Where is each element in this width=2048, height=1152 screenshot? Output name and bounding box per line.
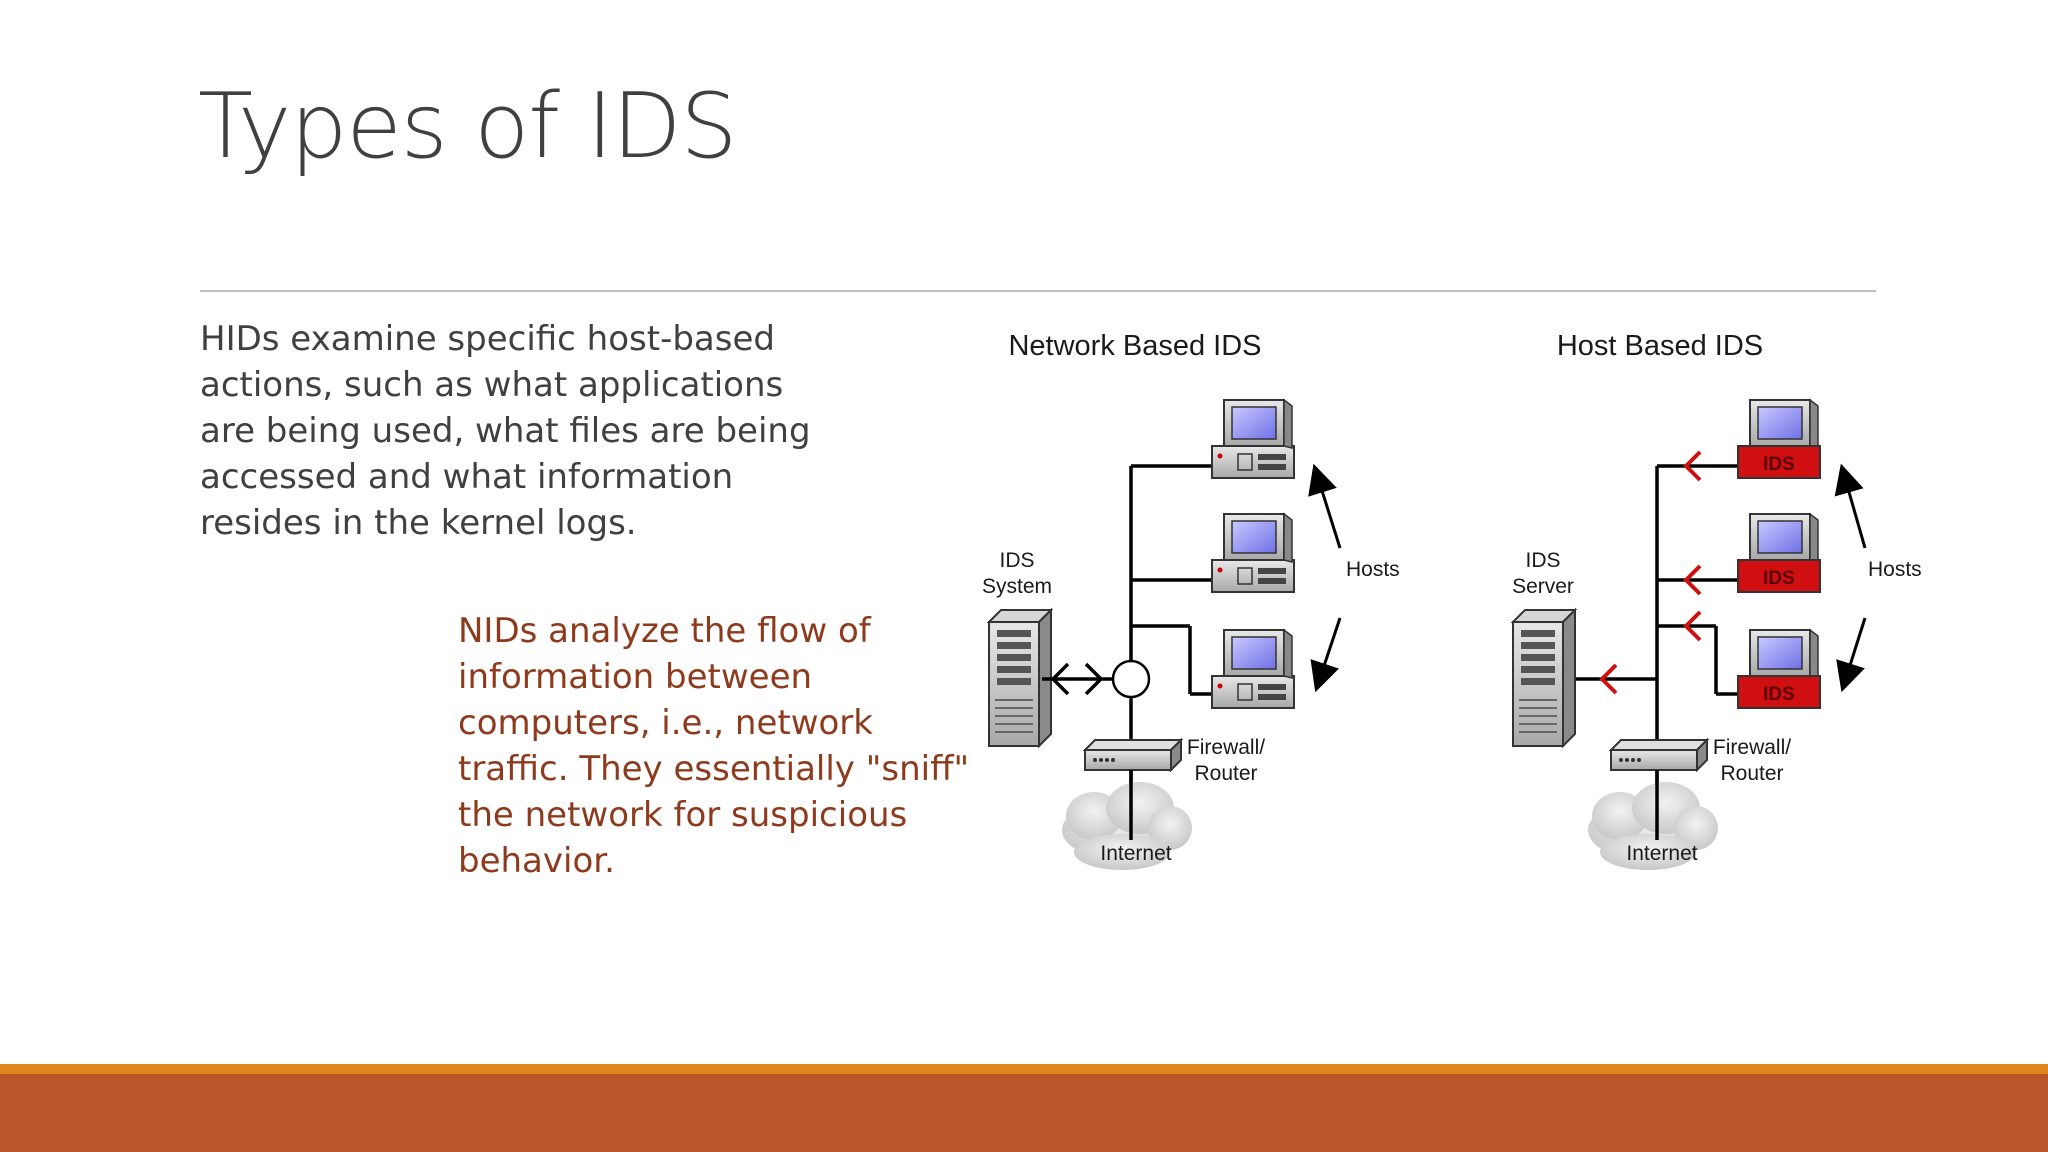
ids-system-label-1: IDS [999,549,1034,572]
host-traffic-chevron-2 [1683,564,1702,596]
network-internet-label: Internet [1100,842,1171,865]
host-ids-badge-1: IDS [1763,454,1795,475]
network-host-2 [1211,513,1295,593]
ids-server-label-1: IDS [1525,549,1560,572]
host-internet-label: Internet [1626,842,1697,865]
host-ids-panel: Host Based IDS IDS IDS IDS [1512,330,1922,870]
slide-title: Types of IDS [198,74,738,179]
host-traffic-chevron-3 [1683,610,1702,642]
host-traffic-chevron-1 [1683,450,1702,482]
host-ids-badge-2: IDS [1763,568,1795,589]
server-traffic-chevron [1599,663,1618,695]
nid-description: NIDs analyze the flow of information bet… [458,611,970,881]
host-firewall-label-1: Firewall/ [1713,736,1791,759]
title-divider [200,290,1876,292]
ids-system-tower-icon [988,609,1052,747]
host-hosts-label: Hosts [1868,558,1922,581]
network-ids-panel: Network Based IDS IDS System Firewall/ R… [982,330,1400,870]
host-ids-host-1: IDS [1737,399,1821,479]
ids-server-tower-icon [1512,609,1576,747]
footer-band [0,1074,2048,1152]
network-firewall-label-2: Router [1194,762,1257,785]
network-hosts-label: Hosts [1346,558,1400,581]
ids-system-label-2: System [982,575,1052,598]
footer-accent-bar [0,1064,2048,1074]
ids-server-label-2: Server [1512,575,1574,598]
network-ids-heading: Network Based IDS [1008,330,1261,362]
host-ids-host-3: IDS [1737,629,1821,709]
hid-description: HIDs examine specific host-based actions… [200,319,811,543]
network-host-1 [1211,399,1295,479]
network-tap-icon [1111,659,1151,699]
host-ids-heading: Host Based IDS [1557,330,1763,362]
host-ids-badge-3: IDS [1763,684,1795,705]
network-firewall-label-1: Firewall/ [1187,736,1265,759]
host-firewall-label-2: Router [1720,762,1783,785]
network-host-3 [1211,629,1295,709]
network-router-icon [1084,739,1182,771]
host-ids-host-2: IDS [1737,513,1821,593]
ids-diagram: Network Based IDS IDS System Firewall/ R… [982,330,1922,870]
host-router-icon [1610,739,1708,771]
